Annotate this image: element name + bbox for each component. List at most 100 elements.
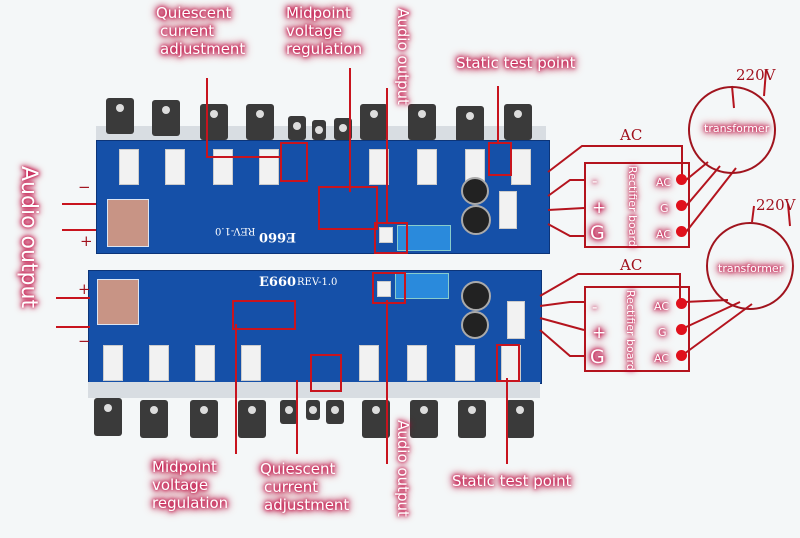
test-connector [379,227,393,243]
top-transistor [408,104,436,140]
terminal-ac: AC [654,300,670,313]
bottom-midpoint-highlight [232,300,296,330]
component [259,149,279,185]
terminal-g: G [658,326,667,339]
bottom-transistor [190,400,218,438]
label-line: regulation [152,494,229,512]
label-line: regulation [286,40,363,58]
transformer-label: transformer [718,262,784,275]
terminal-plus: + [592,198,607,218]
bottom-audio-highlight [372,272,406,304]
top-transistor [106,98,134,134]
leader-line [349,68,351,192]
leader-line [62,229,96,231]
output-connector [499,191,517,229]
terminal-ac: AC [656,228,672,241]
bottom-transistor [410,400,438,438]
leader-line [497,86,499,144]
audio-output-label-bottom: Audio output [394,420,412,517]
label-line: current [264,478,319,496]
test-connector [377,281,391,297]
leader-line [386,300,388,464]
bottom-transistor [306,400,320,420]
top-transistor [360,104,388,140]
label-line: adjustment [264,496,350,514]
bottom-amplifier-board: E660 REV-1.0 [88,270,542,384]
relay [97,279,139,325]
top-quiescent-highlight [280,142,308,182]
component [119,149,139,185]
rectifier-board-label: Rectifier board [626,166,639,247]
transformer [688,86,776,174]
wire [547,223,584,237]
ac-label: AC [620,126,643,144]
label-line: voltage [286,22,343,40]
quiescent-label-bottom: Quiescent current adjustment [260,460,349,514]
relay [107,199,149,247]
top-audio-highlight [374,222,408,254]
leader-line [235,324,237,454]
terminal-dot [676,324,687,335]
static-test-label-top: Static test point [456,54,576,72]
leader-line [62,203,96,205]
leader-line [506,378,508,464]
wire [683,301,741,329]
top-transistor [456,106,484,142]
label-line: Quiescent [156,4,232,22]
wire [685,167,737,233]
top-midpoint-highlight [318,186,378,230]
top-transistor [312,120,326,140]
ac-label: AC [620,256,643,274]
terminal-dot [676,298,687,309]
component [417,149,437,185]
leader-line [206,78,208,158]
terminal-dot [676,200,687,211]
minus-sign: − [78,332,91,350]
terminal-minus: - [592,172,598,190]
bottom-transistor [238,400,266,438]
capacitor [461,205,491,235]
terminal-dot [676,174,687,185]
terminal-plus: + [592,323,607,343]
minus-sign: − [78,178,91,196]
wire [683,299,729,303]
wire [763,69,767,97]
terminal-ground: G [590,222,605,244]
component [359,345,379,381]
board-model: E660 [259,275,297,290]
wire [751,205,755,223]
label-line: Midpoint [152,458,217,476]
rectifier-board [584,286,690,372]
voltage-label: 220V [756,196,796,214]
leader-line [56,326,90,328]
wire [539,317,585,331]
label-line: voltage [152,476,209,494]
terminal-dot [676,350,687,361]
wire [787,203,791,227]
board-rev: REV-1.0 [297,277,338,288]
rectifier-board [584,162,690,248]
wire [547,207,585,211]
bottom-transistor [280,400,298,424]
audio-output-label-left: Audio output [16,166,41,309]
capacitor [461,177,489,205]
terminal-minus: - [592,298,598,316]
wire [539,301,584,307]
component [149,345,169,381]
bottom-transistor [362,400,390,438]
component [407,345,427,381]
label-line: current [160,22,215,40]
bottom-static-highlight [496,344,520,382]
terminal-ground: G [590,346,605,368]
label-line: Quiescent [260,460,336,478]
capacitor [461,281,491,311]
top-transistor [288,116,306,140]
voltage-label: 220V [736,66,776,84]
wire [547,179,584,197]
leader-line [206,156,282,158]
terminal-g: G [660,202,669,215]
label-line: Midpoint [286,4,351,22]
terminal-ac: AC [656,176,672,189]
output-connector [507,301,525,339]
